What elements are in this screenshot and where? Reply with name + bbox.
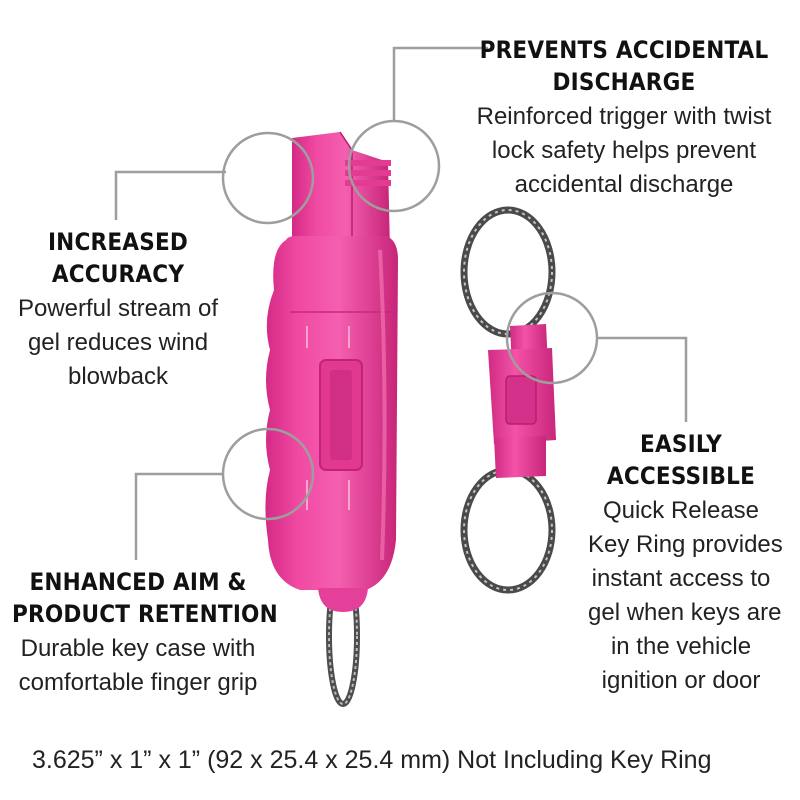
- callout-body: Durable key case with comfortable finger…: [18, 635, 258, 696]
- callout-prevents-discharge: PREVENTS ACCIDENTAL DISCHARGE Reinforced…: [468, 34, 780, 202]
- callout-increased-accuracy: INCREASED ACCURACY Powerful stream of ge…: [14, 226, 222, 394]
- callout-title: PREVENTS ACCIDENTAL DISCHARGE: [479, 36, 769, 96]
- callout-title: ENHANCED AIM & PRODUCT RETENTION: [12, 568, 278, 628]
- callout-title: EASILY ACCESSIBLE: [606, 430, 756, 490]
- pepper-spray-canister-icon: [265, 131, 398, 612]
- quick-release-key-ring-icon: [460, 206, 556, 594]
- callout-body: Reinforced trigger with twist lock safet…: [476, 103, 772, 198]
- dimensions-note: 3.625” x 1” x 1” (92 x 25.4 x 25.4 mm) N…: [32, 746, 712, 774]
- callout-enhanced-aim: ENHANCED AIM & PRODUCT RETENTION Durable…: [12, 566, 278, 700]
- callout-circle-trigger: [221, 131, 315, 225]
- callout-easily-accessible: EASILY ACCESSIBLE Quick Release Key Ring…: [588, 428, 783, 698]
- callout-body: Powerful stream of gel reduces wind blow…: [17, 295, 219, 390]
- callout-title: INCREASED ACCURACY: [47, 228, 189, 288]
- callout-body: Quick Release Key Ring provides instant …: [588, 497, 783, 694]
- callout-leaders: [114, 46, 688, 560]
